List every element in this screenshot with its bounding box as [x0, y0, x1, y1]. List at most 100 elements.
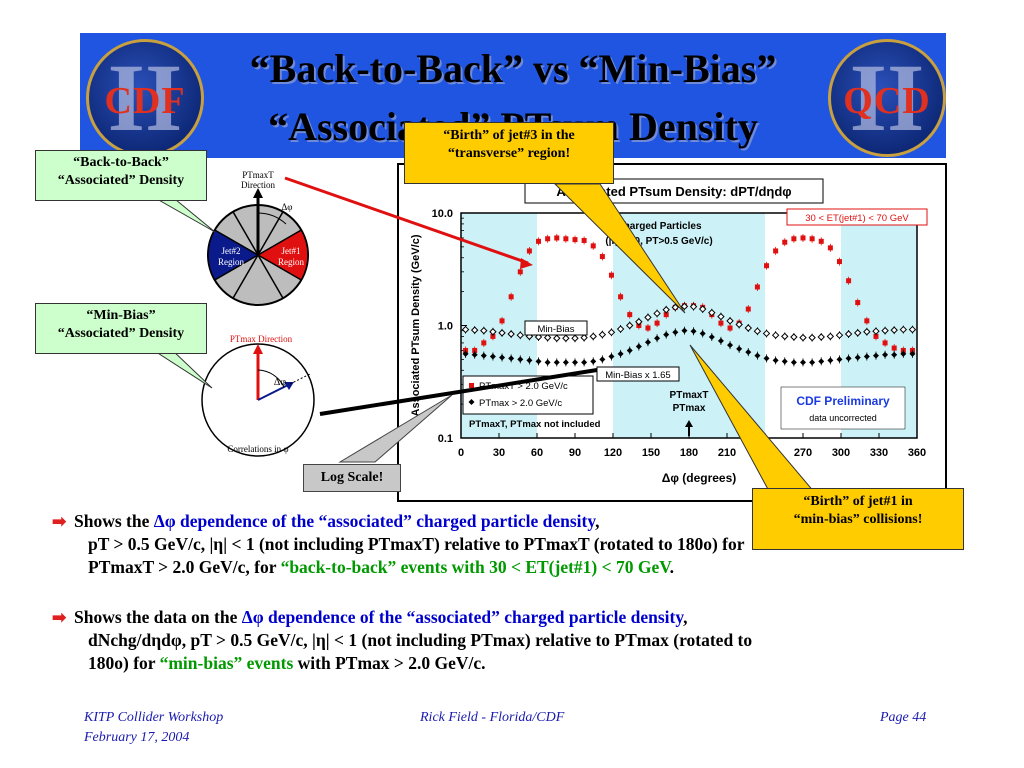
data-point-minbias	[771, 331, 780, 339]
qcd-logo: II QCD	[828, 39, 946, 157]
data-point-ptmaxt	[608, 272, 614, 278]
data-point-minbias	[571, 334, 579, 342]
y-tick-label: 10.0	[432, 208, 453, 220]
bullet-1: ➡Shows the Δφ dependence of the “associa…	[52, 511, 745, 577]
jet1-label-1: Jet#1	[282, 246, 301, 256]
data-point-minbias	[543, 333, 552, 342]
data-point-ptmax	[644, 339, 651, 346]
data-point-minbias	[616, 325, 625, 333]
data-point-ptmaxt	[791, 236, 797, 242]
data-point-minbias	[553, 334, 561, 342]
data-point-ptmaxt	[645, 325, 651, 331]
data-point-minbias	[908, 325, 917, 334]
data-point-ptmax	[818, 358, 825, 365]
data-point-ptmaxt	[481, 340, 487, 346]
data-point-ptmaxt	[618, 294, 624, 300]
data-point-ptmaxt	[864, 318, 870, 324]
x-tick-label: 330	[870, 447, 888, 459]
data-point-ptmaxt	[572, 237, 578, 243]
dphi-arc-bottom	[257, 369, 285, 388]
data-point-minbias	[580, 333, 588, 342]
uncorrected-label: data uncorrected	[809, 413, 877, 423]
minbias-callout-line-2: “Associated” Density	[57, 326, 185, 341]
data-point-ptmax	[635, 343, 642, 350]
range-label: 30 < ET(jet#1) < 70 GeV	[805, 213, 909, 224]
data-point-minbias	[881, 326, 889, 335]
data-point-minbias	[480, 326, 488, 335]
data-point-ptmaxt	[773, 248, 779, 254]
data-point-minbias	[461, 325, 470, 334]
data-point-ptmaxt	[563, 236, 569, 242]
title-line-1: “Back-to-Back” vs “Min-Bias”	[249, 46, 777, 91]
ptmax-arrowhead	[253, 344, 263, 354]
x-tick-label: 300	[832, 447, 850, 459]
y-tick-label: 1.0	[438, 321, 453, 333]
data-point-ptmax	[517, 356, 524, 363]
data-point-ptmaxt	[536, 238, 542, 244]
x-axis-label: Δφ (degrees)	[662, 471, 737, 485]
minbias-callout-line-1: “Min-Bias”	[86, 308, 156, 323]
data-point-ptmax	[772, 357, 779, 364]
x-tick-label: 90	[569, 447, 581, 459]
data-point-ptmaxt	[782, 239, 788, 245]
data-point-ptmax	[909, 350, 916, 357]
data-point-ptmax	[672, 329, 679, 336]
data-point-ptmax	[462, 350, 469, 357]
data-point-ptmaxt	[827, 245, 833, 251]
data-point-ptmax	[882, 351, 889, 358]
ptmax-marker-label: PTmax	[673, 403, 706, 414]
data-point-ptmax	[800, 359, 806, 366]
data-point-ptmaxt	[526, 248, 532, 254]
x-tick-label: 60	[531, 447, 543, 459]
birth1-line-1: “Birth” of jet#1 in	[803, 494, 913, 509]
data-point-ptmaxt	[581, 237, 587, 243]
data-point-ptmaxt	[891, 345, 897, 351]
title-banner: II CDF “Back-to-Back” vs “Min-Bias” “Ass…	[80, 33, 946, 158]
data-point-ptmax	[553, 359, 560, 366]
data-point-ptmax	[562, 359, 569, 366]
data-point-minbias	[534, 333, 543, 341]
data-point-ptmax	[499, 354, 506, 361]
data-point-minbias	[516, 331, 524, 339]
minbias-scaled-label: Min-Bias x 1.65	[605, 370, 670, 381]
minbias-label: Min-Bias	[538, 324, 575, 335]
arrow-bullet-icon: ➡	[52, 512, 67, 531]
birth1-line-2: “min-bias” collisions!	[793, 512, 923, 527]
legend-label-ptmax: PTmax > 2.0 GeV/c	[479, 398, 562, 409]
data-point-ptmaxt	[818, 238, 824, 244]
data-point-ptmax	[489, 353, 496, 360]
data-point-ptmaxt	[764, 263, 770, 269]
footer-date: February 17, 2004	[84, 730, 190, 745]
jet1-label-2: Region	[278, 257, 304, 267]
data-point-ptmax	[508, 355, 515, 362]
b2b-callout-line-2: “Associated” Density	[57, 173, 185, 188]
data-point-ptmaxt	[873, 333, 879, 339]
data-point-minbias	[698, 305, 707, 313]
dphi-label-bottom: Δφ	[274, 377, 286, 388]
chart-header-line-2: (|η|<1.0, PT>0.5 GeV/c)	[605, 236, 712, 247]
data-point-ptmax	[526, 357, 533, 364]
x-tick-label: 30	[493, 447, 505, 459]
legend-marker-ptmaxt	[469, 383, 474, 388]
ptmaxt-direction-label-2: Direction	[241, 180, 275, 190]
data-point-ptmaxt	[846, 278, 852, 284]
data-point-ptmax	[690, 328, 697, 335]
min-bias-diagram: PTmax Direction Δφ Correlations in φ	[201, 334, 315, 457]
data-point-ptmaxt	[627, 312, 633, 318]
data-point-ptmax	[845, 355, 852, 362]
data-point-ptmax	[809, 359, 816, 366]
data-point-ptmax	[708, 334, 715, 341]
data-point-ptmax	[900, 350, 907, 357]
data-point-ptmaxt	[508, 294, 514, 300]
data-point-ptmax	[535, 358, 542, 365]
data-point-ptmax	[480, 352, 487, 359]
data-point-minbias	[635, 318, 643, 326]
minbias-label-box	[524, 320, 588, 336]
birth3-line-1: “Birth” of jet#3 in the	[443, 128, 575, 143]
data-point-minbias	[799, 333, 807, 342]
x-tick-label: 150	[642, 447, 660, 459]
data-point-minbias	[689, 302, 698, 311]
bullet-2: ➡Shows the data on the Δφ dependence of …	[52, 607, 753, 673]
data-point-ptmax	[717, 337, 724, 344]
